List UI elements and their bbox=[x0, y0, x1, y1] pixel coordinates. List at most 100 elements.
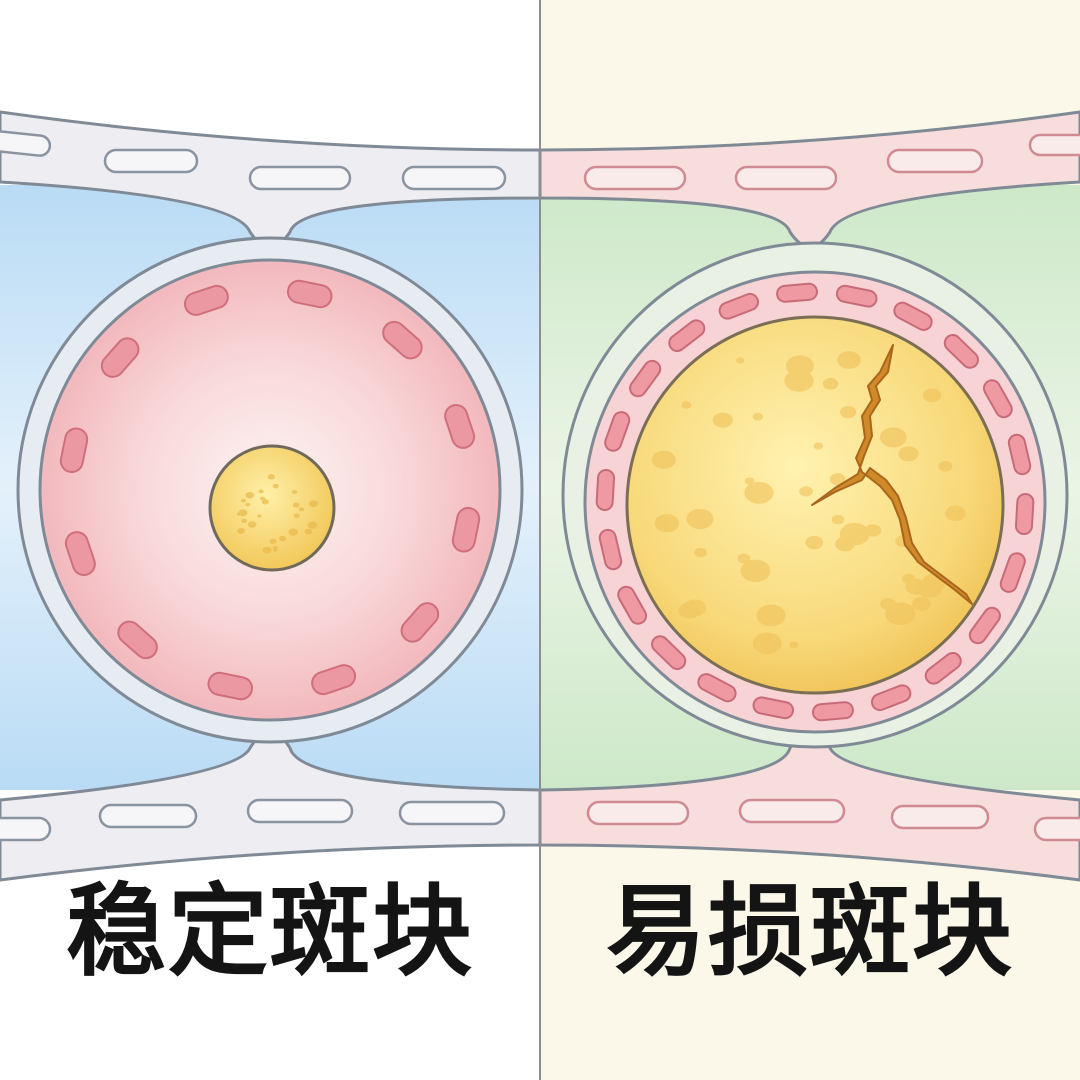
lipid-dot bbox=[813, 442, 824, 450]
lipid-dot bbox=[240, 498, 247, 503]
lipid-dot bbox=[678, 602, 701, 619]
endothelial-cell bbox=[183, 284, 229, 316]
stable-plaque-label: 稳定斑块 bbox=[66, 873, 474, 990]
left-wall-cell bbox=[401, 165, 507, 191]
right-wall-cell bbox=[734, 165, 838, 191]
endothelial-cell bbox=[968, 606, 1001, 645]
endothelial-cell bbox=[893, 301, 933, 331]
endothelial-cell bbox=[604, 411, 631, 452]
right-wall-cell bbox=[1028, 133, 1080, 157]
lipid-dot bbox=[752, 632, 782, 655]
vulnerable-plaque-illustration bbox=[538, 110, 1080, 882]
lipid-dot bbox=[880, 598, 897, 610]
right-wall-cell bbox=[738, 798, 846, 824]
stable-plaque-core bbox=[208, 444, 336, 572]
left-wall-cell bbox=[0, 129, 52, 157]
endothelial-cell bbox=[668, 319, 706, 353]
lipid-dot bbox=[805, 535, 824, 550]
lipid-dot bbox=[288, 528, 299, 536]
endothelial-cell bbox=[776, 282, 819, 303]
endothelial-cell bbox=[835, 284, 878, 308]
lipid-dot bbox=[686, 508, 714, 530]
vulnerable-plaque-core bbox=[625, 315, 1005, 695]
endothelial-cell bbox=[629, 359, 662, 398]
left-wall-cell bbox=[0, 816, 52, 842]
endothelial-cell bbox=[718, 292, 760, 320]
lipid-dot bbox=[712, 412, 733, 428]
left-wall-cell bbox=[98, 803, 198, 829]
lipid-dot bbox=[789, 641, 799, 649]
endothelial-cell bbox=[595, 469, 616, 511]
lipid-dot bbox=[258, 489, 264, 494]
lipid-dot bbox=[237, 528, 246, 534]
right-wall-cell bbox=[890, 804, 990, 830]
lipid-dot bbox=[744, 481, 774, 504]
lipid-dot bbox=[257, 514, 262, 518]
vulnerable-plaque-lipid-dots bbox=[651, 351, 966, 655]
left-wall-cell bbox=[248, 165, 352, 191]
lipid-dot bbox=[736, 357, 745, 364]
lipid-dot bbox=[269, 538, 277, 544]
lipid-dot bbox=[912, 596, 931, 611]
right-wall-cell bbox=[886, 148, 984, 174]
lipid-dot bbox=[756, 604, 786, 627]
endothelial-cell bbox=[870, 684, 912, 712]
endothelial-cell bbox=[1007, 433, 1032, 476]
right-wall-cell bbox=[583, 165, 687, 191]
lipid-dot bbox=[785, 355, 815, 377]
lipid-dot bbox=[938, 461, 953, 472]
lipid-dot bbox=[308, 500, 319, 508]
lipid-dot bbox=[291, 489, 298, 494]
lipid-dot bbox=[247, 521, 257, 528]
endothelial-cell bbox=[752, 696, 795, 720]
endothelial-cell bbox=[117, 620, 158, 660]
lipid-dot bbox=[262, 546, 272, 554]
plaque-fissure-icon bbox=[811, 344, 973, 605]
endothelial-cell bbox=[59, 427, 89, 474]
endothelial-cell bbox=[924, 651, 962, 685]
left-ring-cells bbox=[59, 279, 481, 701]
endothelial-cell bbox=[651, 635, 687, 670]
lipid-dot bbox=[681, 401, 692, 409]
lipid-dot bbox=[241, 518, 248, 523]
endothelial-cell bbox=[444, 403, 476, 449]
lipid-dot bbox=[898, 446, 919, 462]
endothelial-cell bbox=[697, 673, 737, 703]
stable-plaque-lipid-dots bbox=[236, 474, 319, 554]
endothelial-cell bbox=[382, 320, 423, 360]
lipid-dot bbox=[945, 505, 966, 522]
lipid-dot bbox=[879, 427, 907, 448]
left-wall-cell bbox=[103, 148, 199, 174]
endothelial-cell bbox=[400, 602, 440, 643]
lipid-dot bbox=[822, 377, 839, 390]
right-wall-cell bbox=[586, 800, 690, 826]
lipid-dot bbox=[922, 388, 942, 403]
stable-plaque-illustration bbox=[0, 110, 542, 882]
left-wall-cell bbox=[246, 798, 354, 824]
lipid-dot bbox=[694, 547, 707, 558]
endothelial-cell bbox=[207, 671, 254, 701]
endothelial-cell bbox=[100, 337, 140, 378]
lipid-dot bbox=[245, 491, 255, 499]
lipid-dot bbox=[306, 530, 312, 535]
lipid-dot bbox=[260, 496, 266, 501]
lipid-dot bbox=[831, 514, 845, 525]
endothelial-cell bbox=[999, 552, 1026, 593]
lipid-dot bbox=[238, 509, 248, 517]
lipid-dot bbox=[292, 502, 300, 508]
lipid-dot bbox=[737, 553, 751, 564]
lipid-dot bbox=[267, 474, 276, 480]
lipid-dot bbox=[245, 502, 251, 507]
endothelial-cell bbox=[451, 506, 481, 553]
right-wall-cell bbox=[1033, 816, 1080, 842]
endothelial-cell bbox=[1014, 493, 1035, 535]
lipid-dot bbox=[293, 513, 300, 519]
vulnerable-plaque-label: 易损斑块 bbox=[606, 873, 1014, 990]
lipid-dot bbox=[651, 450, 676, 469]
lipid-dot bbox=[654, 514, 680, 533]
endothelial-cell bbox=[598, 528, 623, 571]
lipid-dot bbox=[278, 535, 287, 542]
endothelial-cell bbox=[982, 379, 1013, 419]
lipid-dot bbox=[905, 578, 927, 595]
endothelial-cell bbox=[311, 664, 357, 696]
